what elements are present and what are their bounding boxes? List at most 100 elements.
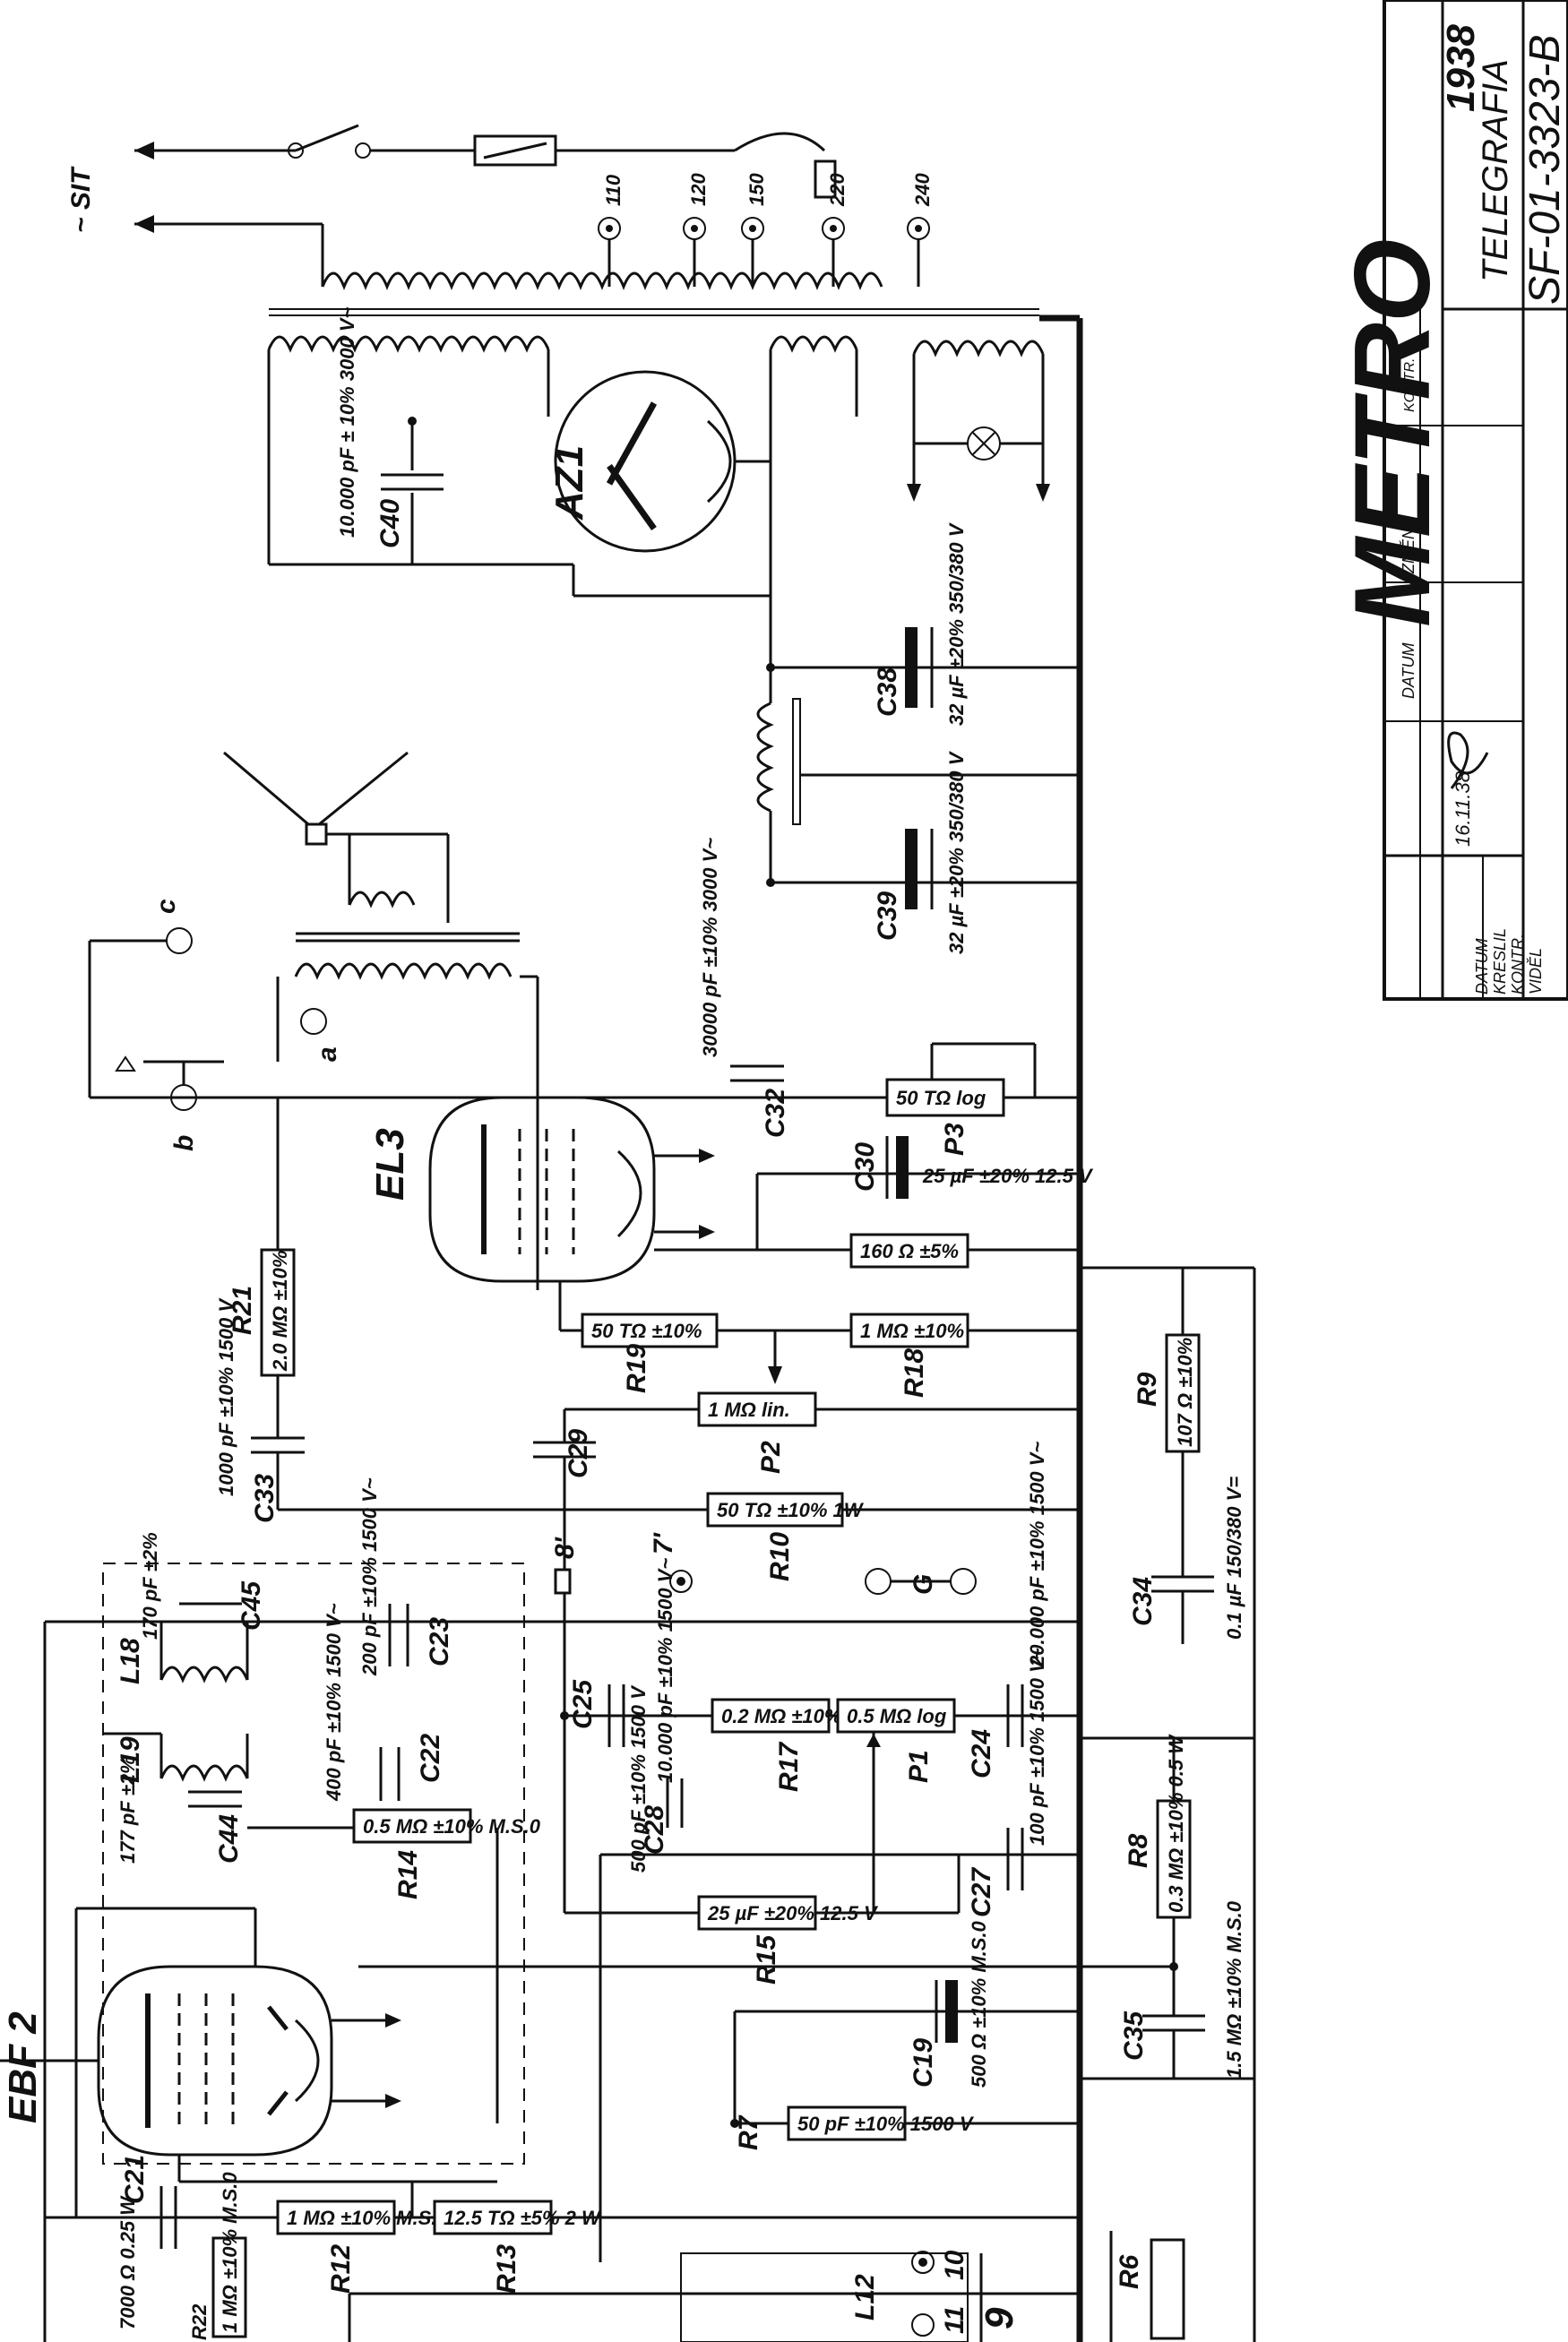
p1-value: 0.5 MΩ log	[847, 1705, 947, 1727]
brand-title: METRO	[1332, 239, 1452, 627]
c27-value: 100 pF ±10% 1500 V~	[1026, 1648, 1048, 1846]
drawing-number: SF-01-3323-B	[1521, 35, 1568, 305]
header-zmena: ZMĚNA	[1400, 517, 1417, 574]
c39-ref: C39	[873, 891, 902, 941]
c27-ref: C27	[967, 1867, 996, 1917]
terminal-10-label: 10	[940, 2250, 969, 2280]
r30-value: 160 Ω ±5%	[860, 1240, 959, 1262]
mains-input: ~ SIT	[66, 124, 837, 287]
r15: 25 µF ±20% 12.5 V R15	[564, 1855, 961, 1985]
r18-value: 1 MΩ ±10%	[860, 1320, 964, 1342]
p2-ref: P2	[756, 1441, 786, 1474]
c39-value: 32 µF ±20% 350/380 V	[945, 750, 968, 954]
r12-ref: R12	[326, 2244, 356, 2294]
c19-ref: C19	[909, 2038, 938, 2088]
r6-ref: R6	[1115, 2254, 1144, 2289]
c22-ref: C22	[416, 1734, 445, 1783]
c33-ref: C33	[250, 1474, 280, 1523]
c34-value: 0.1 µF 150/380 V=	[1223, 1477, 1245, 1640]
r8-value: 0.3 MΩ ±10% 0.5 W	[1165, 1734, 1187, 1913]
c28-value: 500 pF ±10% 1500 V	[627, 1684, 650, 1873]
p3-value: 50 TΩ log	[896, 1087, 986, 1109]
detector-network: C25 10.000 pF ±10% 1500 V~ 0.2 MΩ ±10% M…	[560, 1442, 1080, 2262]
terminal-7-label: 7'	[649, 1532, 678, 1554]
tap-label: 220	[826, 173, 849, 207]
bottom-terminals: 10 9 11 L12	[680, 2250, 1021, 2342]
terminal-7[interactable]	[669, 1570, 693, 1593]
c40-value: 10.000 pF ± 10% 3000 V~	[336, 307, 358, 538]
el3-label: EL3	[368, 1128, 412, 1201]
terminal-a[interactable]	[300, 1008, 327, 1035]
signature	[1447, 731, 1489, 789]
row-kreslil: KRESLIL	[1491, 928, 1509, 994]
tube-az1: AZ1	[547, 370, 771, 598]
c19-value: 500 Ω ±10% M.S.0	[968, 1920, 990, 2088]
r9-ref: R9	[1133, 1372, 1162, 1407]
terminal-11-label: 11	[940, 2306, 969, 2334]
c38-ref: C38	[873, 667, 902, 717]
mains-transformer-secondary	[267, 335, 1050, 667]
terminal-c[interactable]	[166, 927, 193, 954]
r10-value: 50 TΩ ±10% 1W	[717, 1499, 865, 1521]
terminal-9-label: 9	[978, 2307, 1021, 2329]
r7-ref: R7	[734, 2114, 763, 2150]
terminal-g-label: G	[909, 1574, 938, 1595]
c25-value: 10.000 pF ±10% 1500 V~	[654, 1558, 676, 1783]
c44-value: 177 pF ±2%	[116, 1756, 139, 1864]
cathode-ebf2: C19 500 Ω ±10% M.S.0 50 pF ±10% 1500 V R…	[177, 1920, 1080, 2183]
terminal-b-label: b	[169, 1135, 199, 1151]
c28-ref: C28	[640, 1805, 669, 1855]
p3-ref: P3	[940, 1123, 969, 1156]
mains-transformer-primary: 110 120 150 220 240	[269, 173, 1039, 316]
tap-label: 110	[602, 174, 625, 206]
header-datum: DATUM	[1400, 642, 1417, 699]
grid-network: 50 TΩ ±10% R19 1 MΩ ±10% R18 1 MΩ lin. P…	[228, 1098, 1080, 1474]
c45-ref: C45	[237, 1580, 266, 1631]
subject: TELEGRAFIA	[1476, 59, 1515, 282]
ebf2-label: EBF 2	[1, 2011, 45, 2123]
c34-ref: C34	[1128, 1577, 1158, 1626]
terminal-11b[interactable]	[911, 2313, 935, 2337]
c40-ref: C40	[375, 499, 405, 548]
c32-value: 30000 pF ±10% 3000 V~	[699, 838, 721, 1057]
c38-value: 32 µF ±20% 350/380 V	[945, 521, 968, 726]
r15-ref: R15	[752, 1934, 781, 1985]
row-kontr: KONTR.	[1509, 934, 1527, 994]
terminal-10[interactable]	[911, 2251, 935, 2274]
l18-ref: L18	[116, 1638, 145, 1684]
terminal-c-label: c	[151, 899, 181, 914]
row-datum: DATUM	[1473, 938, 1491, 994]
row-videl: VIDĚL	[1527, 948, 1545, 994]
r22-value: 1 MΩ ±10% M.S.0	[219, 2172, 241, 2333]
terminal-g2[interactable]	[950, 1568, 977, 1595]
header-kontr: KONTR.	[1402, 358, 1417, 412]
terminal-a-label: a	[313, 1046, 342, 1062]
r22-ref: R22	[188, 2303, 211, 2340]
r13-ref: R13	[492, 2244, 521, 2294]
r19-ref: R19	[622, 1344, 651, 1393]
c23-ref: C23	[425, 1617, 454, 1666]
terminal-8[interactable]	[554, 1568, 572, 1595]
c24-value: 20.000 pF ±10% 1500 V~	[1026, 1442, 1048, 1667]
c32-p3: C32 30000 pF ±10% 3000 V~ 50 TΩ log P3	[699, 838, 1037, 1156]
c23-value: 200 pF ±10% 1500 V~	[358, 1477, 381, 1676]
tube-el3: EL3	[368, 1096, 715, 1283]
aux-terminals: 7' 8' G	[550, 1532, 977, 1595]
az1-label: AZ1	[547, 445, 591, 521]
year: 1938	[1439, 24, 1483, 112]
r8-c35: 0.3 MΩ ±10% 0.5 W R8 C35 1.5 MΩ ±10% M.S…	[358, 1734, 1254, 2080]
bottom-input: C21 7000 Ω 0.25 W 1 MΩ ±10% M.S.0 R22 1 …	[45, 1908, 1080, 2342]
tap-label: 240	[911, 173, 934, 207]
c45-value: 170 pF ±2%	[139, 1532, 161, 1640]
terminal-g1[interactable]	[865, 1568, 892, 1595]
c24-ref: C24	[967, 1729, 996, 1778]
capacitor-c40: C40 10.000 pF ± 10% 3000 V~	[269, 307, 573, 566]
r10: 50 TΩ ±10% 1W R10	[706, 1492, 865, 1581]
r17-ref: R17	[774, 1742, 804, 1792]
coupling-caps: C33 1000 pF ±10% 1500 V C29	[215, 1297, 1080, 1523]
l19-ref: L19	[116, 1736, 145, 1783]
r21-value: 2.0 MΩ ±10%	[269, 1251, 291, 1372]
r8-ref: R8	[1124, 1833, 1153, 1868]
r10-ref: R10	[765, 1532, 795, 1581]
